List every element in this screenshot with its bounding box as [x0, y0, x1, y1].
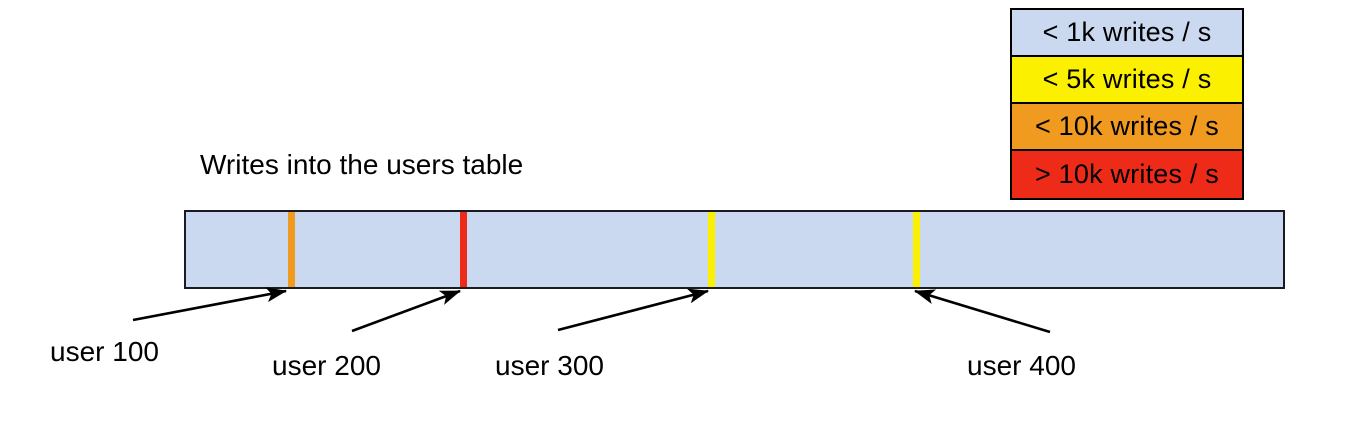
write-rate-legend: < 1k writes / s < 5k writes / s < 10k wr…	[1010, 8, 1244, 200]
user-300-marker	[708, 212, 715, 287]
user-400-marker	[913, 212, 920, 287]
legend-row-under-1k: < 1k writes / s	[1012, 10, 1242, 57]
user-400-arrow	[914, 289, 1051, 334]
legend-row-over-10k: > 10k writes / s	[1012, 151, 1242, 198]
user-400-label: user 400	[967, 350, 1076, 381]
user-100-marker	[288, 212, 295, 287]
user-200-marker	[460, 212, 467, 287]
legend-row-label: < 5k writes / s	[1042, 64, 1212, 94]
user-100-label: user 100	[50, 336, 159, 367]
user-300-label: user 300	[495, 350, 604, 381]
user-100-arrow	[132, 287, 288, 322]
legend-row-label: < 10k writes / s	[1034, 111, 1219, 141]
legend-row-under-10k: < 10k writes / s	[1012, 104, 1242, 151]
user-200-label: user 200	[272, 350, 381, 381]
user-200-arrow	[351, 289, 461, 333]
users-table-bar	[184, 210, 1285, 289]
user-300-arrow	[557, 288, 710, 332]
diagram-title: Writes into the users table	[200, 149, 524, 180]
legend-row-label: > 10k writes / s	[1034, 159, 1219, 189]
legend-row-under-5k: < 5k writes / s	[1012, 57, 1242, 104]
legend-row-label: < 1k writes / s	[1042, 17, 1212, 47]
